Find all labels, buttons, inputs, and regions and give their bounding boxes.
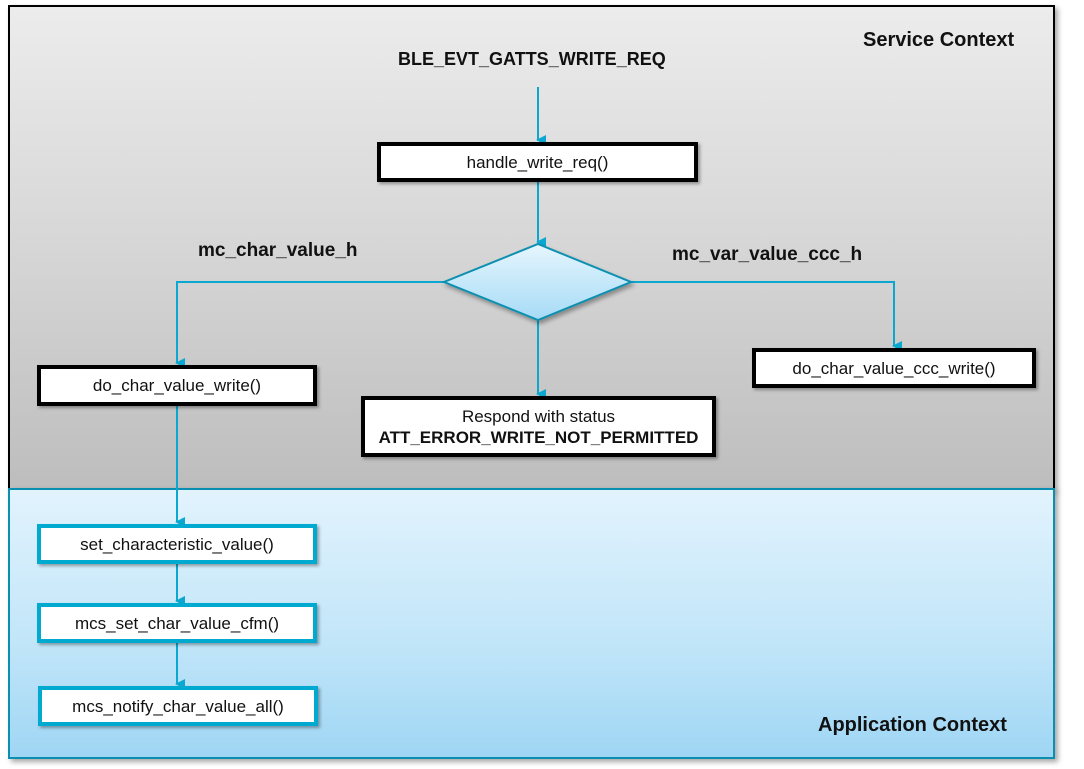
right-branch-label: mc_var_value_ccc_h xyxy=(672,244,863,265)
respond-status-line2: ATT_ERROR_WRITE_NOT_PERMITTED xyxy=(378,427,699,447)
mcs-notify-char-value-all-box: mcs_notify_char_value_all() xyxy=(38,686,318,726)
arrow-decision-to-char-write xyxy=(175,281,446,368)
respond-status-line1: Respond with status xyxy=(461,406,616,426)
do-char-value-ccc-write-label: do_char_value_ccc_write() xyxy=(792,358,996,378)
set-characteristic-value-label: set_characteristic_value() xyxy=(80,534,274,554)
left-branch-label: mc_char_value_h xyxy=(198,240,358,261)
decision-diamond xyxy=(441,242,634,322)
do-char-value-write-label: do_char_value_write() xyxy=(92,376,262,395)
application-context-title: Application Context xyxy=(818,714,1007,736)
handle-write-req-box: handle_write_req() xyxy=(377,142,698,182)
mcs-set-char-value-cfm-box: mcs_set_char_value_cfm() xyxy=(37,603,317,643)
mcs-set-char-value-cfm-label: mcs_set_char_value_cfm() xyxy=(74,613,280,633)
arrow-decision-to-ccc-write xyxy=(630,281,902,351)
do-char-value-ccc-write-box: do_char_value_ccc_write() xyxy=(752,348,1036,388)
mcs-notify-char-value-all-label: mcs_notify_char_value_all() xyxy=(72,696,284,716)
respond-status-box: Respond with status ATT_ERROR_WRITE_NOT_… xyxy=(361,396,716,457)
event-label: BLE_EVT_GATTS_WRITE_REQ xyxy=(398,49,666,69)
do-char-value-write-box: do_char_value_write() xyxy=(37,365,317,406)
service-context-title: Service Context xyxy=(863,29,1015,51)
handle-write-req-label: handle_write_req() xyxy=(466,152,609,172)
set-characteristic-value-box: set_characteristic_value() xyxy=(37,524,317,564)
